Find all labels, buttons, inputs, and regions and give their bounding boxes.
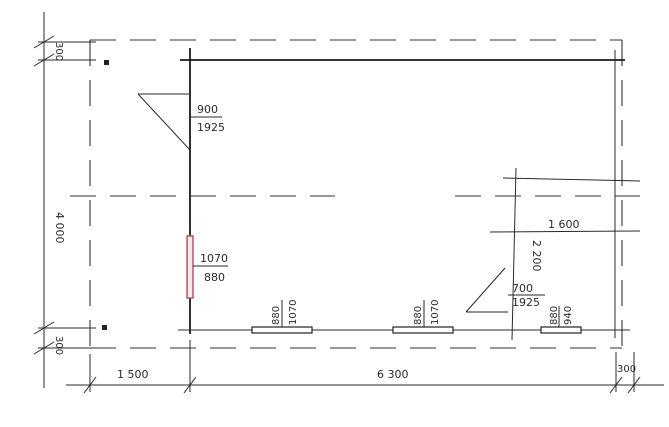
left-window-height: 880 <box>204 271 225 284</box>
solid-walls <box>178 48 641 341</box>
outer-dashed-outline <box>70 39 640 349</box>
alcove-width-dimension: 1 600 <box>548 218 580 231</box>
bottom-dimension-middle: 6 300 <box>377 368 409 381</box>
alcove-door-swing <box>465 267 545 313</box>
bottom-dimension-right: 300 <box>617 364 636 375</box>
bottom-dimension-left: 1 500 <box>117 368 149 381</box>
bottom-window-1 <box>251 326 313 334</box>
bottom-window-3 <box>540 326 582 334</box>
bottom-window-2 <box>392 326 454 334</box>
left-wall-window <box>186 235 194 299</box>
main-door-swing <box>137 93 222 151</box>
bottom-window-3-height: 880 <box>549 306 560 325</box>
bottom-dimension-chain <box>66 340 664 394</box>
bottom-window-1-height: 880 <box>271 306 282 325</box>
alcove-depth-dimension: 2 200 <box>530 240 543 272</box>
left-window-width: 1070 <box>200 252 228 265</box>
left-dimension-middle: 4 000 <box>53 212 66 244</box>
corner-marker-top <box>104 60 109 65</box>
left-dimension-bottom: 300 <box>53 336 64 355</box>
alcove-door-height: 1925 <box>512 296 540 309</box>
bottom-window-1-width: 1070 <box>288 300 299 325</box>
left-dimension-chain <box>33 12 96 388</box>
bottom-window-2-width: 1070 <box>430 300 441 325</box>
bottom-window-3-width: 940 <box>563 306 574 325</box>
alcove-door-width: 700 <box>512 282 533 295</box>
main-door-height: 1925 <box>197 121 225 134</box>
main-door-width: 900 <box>197 103 218 116</box>
corner-marker-bottom <box>102 325 107 330</box>
bottom-window-2-height: 880 <box>413 306 424 325</box>
left-dimension-top: 300 <box>53 42 64 61</box>
